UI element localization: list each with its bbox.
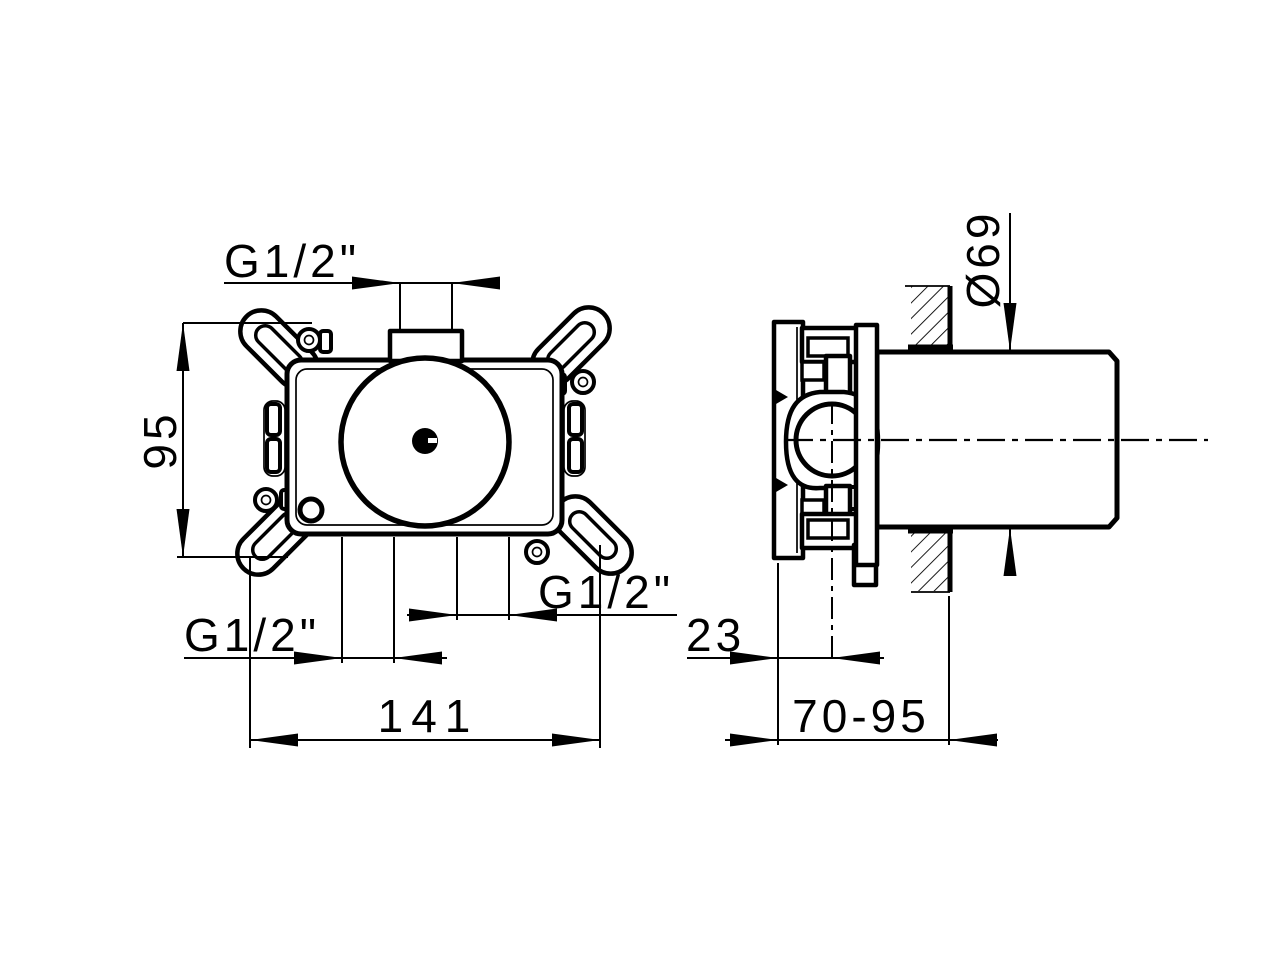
- dim-label-bottom-left-port: G1/2": [184, 609, 320, 661]
- side-tab-right: [563, 400, 586, 477]
- wall-section-upper: [905, 285, 953, 350]
- dim-label-centerline-offset: 23: [686, 609, 745, 661]
- flange-barb-bottom: [776, 478, 788, 492]
- side-view: [771, 285, 1208, 662]
- dim-label-sleeve-diameter: Ø69: [957, 210, 1009, 309]
- front-plate: [853, 322, 880, 568]
- center-screw: [412, 428, 438, 454]
- front-view-dimensions: G1/2" 95 G1/2" G1/2" 141: [134, 235, 677, 748]
- front-view: [235, 305, 634, 577]
- dim-label-overall-width: 141: [378, 690, 479, 742]
- center-screw-slot: [428, 438, 437, 443]
- side-tab-left: [263, 400, 286, 477]
- drain-hole: [297, 496, 325, 524]
- side-view-dimensions: Ø69 23 70-95: [686, 210, 1017, 747]
- wall-section-lower: [908, 528, 953, 593]
- dim-label-height: 95: [134, 410, 186, 469]
- dim-label-installation-depth: 70-95: [792, 690, 930, 742]
- clip-top-left: [318, 329, 333, 354]
- flange-barb-top: [776, 390, 788, 404]
- dim-label-top-port: G1/2": [224, 235, 360, 287]
- dim-label-bottom-right-port: G1/2": [538, 566, 674, 618]
